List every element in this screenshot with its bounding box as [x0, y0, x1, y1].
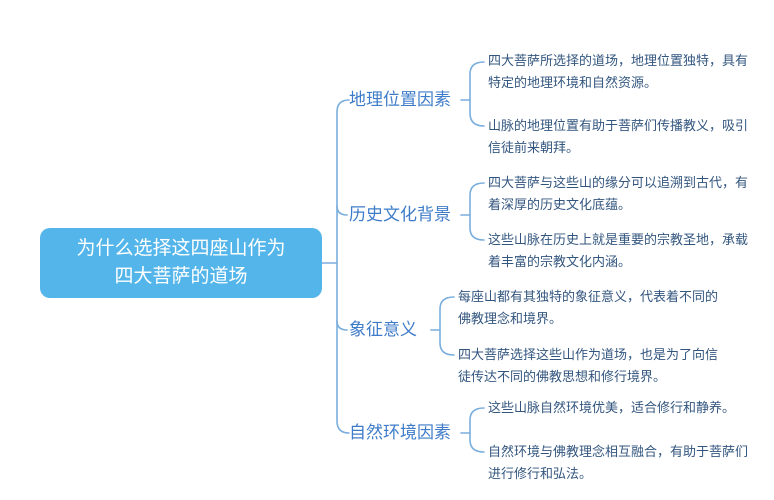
leaf-node[interactable]: 这些山脉在历史上就是重要的宗教圣地，承载 着丰富的宗教文化内涵。	[488, 229, 748, 273]
branch2-hook	[336, 205, 348, 216]
leaf-node[interactable]: 四大菩萨与这些山的缘分可以追溯到古代，有 着深厚的历史文化底蕴。	[488, 172, 748, 216]
branch1-bracket	[469, 61, 485, 127]
leaf-line: 四大菩萨所选择的道场，地理位置独特，具有	[488, 53, 749, 68]
leaf-node[interactable]: 每座山都有其独特的象征意义，代表着不同的 佛教理念和境界。	[458, 286, 718, 330]
leaf-node[interactable]: 四大菩萨选择这些山作为道场，也是为了向信 徒传达不同的佛教思想和修行境界。	[458, 344, 718, 388]
leaf-line: 四大菩萨选择这些山作为道场，也是为了向信	[458, 347, 719, 362]
leaf-node[interactable]: 这些山脉自然环境优美，适合修行和静养。	[488, 397, 735, 419]
branch3-bracket	[439, 296, 455, 356]
leaf-line: 徒传达不同的佛教思想和修行境界。	[458, 369, 667, 384]
leaf-line: 这些山脉在历史上就是重要的宗教圣地，承载	[488, 232, 749, 247]
branch-label-environment[interactable]: 自然环境因素	[349, 423, 451, 442]
branch-label-history[interactable]: 历史文化背景	[349, 205, 451, 224]
leaf-line: 山脉的地理位置有助于菩萨们传播教义，吸引	[488, 118, 749, 133]
root-node-line1: 为什么选择这四座山作为	[76, 238, 286, 259]
leaf-line: 着丰富的宗教文化内涵。	[488, 254, 632, 269]
leaf-line: 着深厚的历史文化底蕴。	[488, 197, 632, 212]
root-node[interactable]: 为什么选择这四座山作为 四大菩萨的道场	[40, 228, 322, 298]
leaf-node[interactable]: 四大菩萨所选择的道场，地理位置独特，具有 特定的地理环境和自然资源。	[488, 50, 748, 94]
leaf-line: 自然环境与佛教理念相互融合，有助于菩萨们	[488, 444, 749, 459]
branch4-bracket	[469, 407, 485, 453]
leaf-line: 特定的地理环境和自然资源。	[488, 75, 658, 90]
trunk-line	[336, 99, 350, 434]
leaf-line: 四大菩萨与这些山的缘分可以追溯到古代，有	[488, 175, 749, 190]
leaf-node[interactable]: 山脉的地理位置有助于菩萨们传播教义，吸引 信徒前来朝拜。	[488, 115, 748, 159]
leaf-line: 进行修行和弘法。	[488, 466, 593, 481]
leaf-line: 每座山都有其独特的象征意义，代表着不同的	[458, 289, 719, 304]
leaf-line: 信徒前来朝拜。	[488, 140, 580, 155]
root-node-line2: 四大菩萨的道场	[114, 266, 248, 287]
branch2-bracket	[469, 182, 485, 241]
leaf-line: 佛教理念和境界。	[458, 311, 563, 326]
leaf-line: 这些山脉自然环境优美，适合修行和静养。	[488, 400, 736, 415]
leaf-node[interactable]: 自然环境与佛教理念相互融合，有助于菩萨们 进行修行和弘法。	[488, 441, 748, 485]
branch-label-geography[interactable]: 地理位置因素	[349, 90, 451, 109]
branch-label-symbolism[interactable]: 象征意义	[349, 320, 417, 339]
branch3-hook	[336, 320, 348, 331]
